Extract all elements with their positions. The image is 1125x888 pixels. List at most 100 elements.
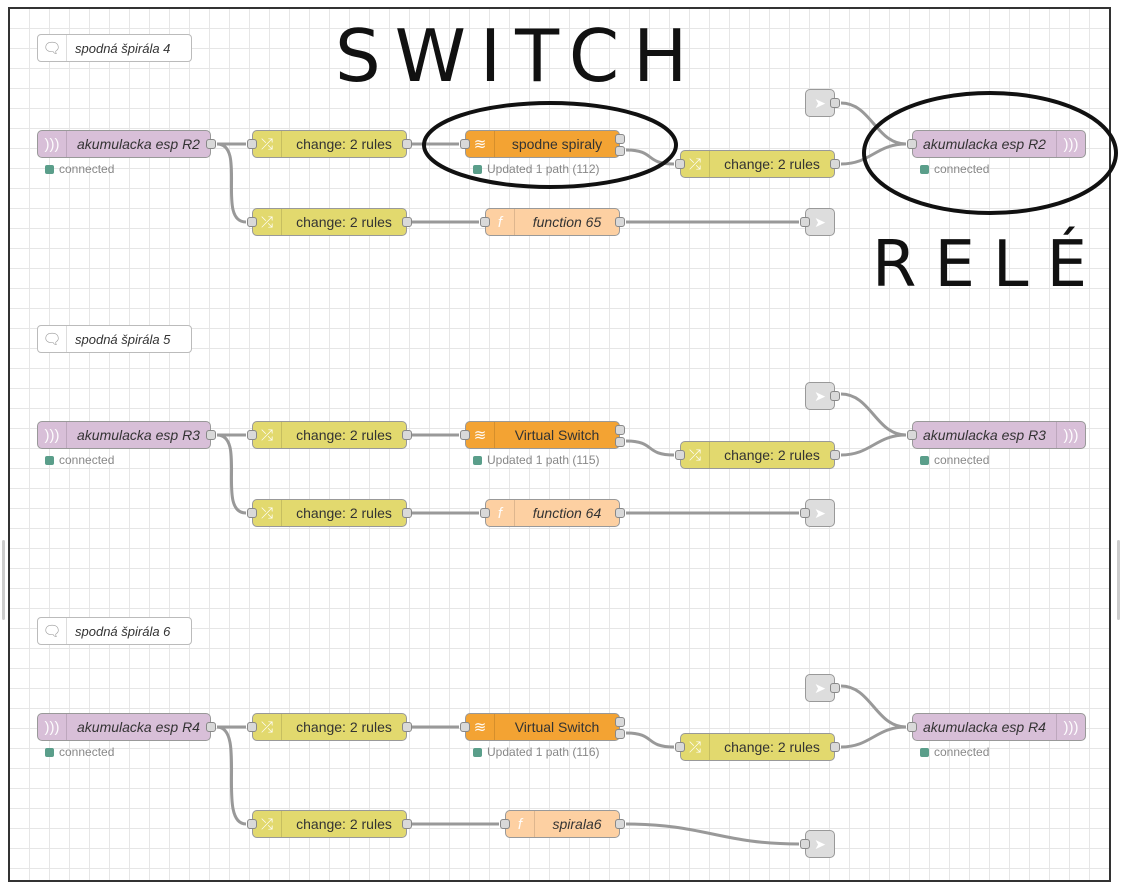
- output-port-2[interactable]: [615, 437, 625, 447]
- change-node[interactable]: ⤮ change: 2 rules: [247, 713, 412, 741]
- change-node[interactable]: ⤮ change: 2 rules: [247, 810, 412, 838]
- wire[interactable]: [840, 101, 907, 146]
- output-port[interactable]: [830, 391, 840, 401]
- comment-node[interactable]: 🗨 spodná špirála 5: [37, 325, 192, 353]
- comment-label: spodná špirála 5: [75, 331, 171, 347]
- wire[interactable]: [625, 731, 675, 749]
- mqtt-out-node[interactable]: akumulacka esp R3 ))): [907, 421, 1086, 449]
- output-port[interactable]: [615, 819, 625, 829]
- link-out-node[interactable]: ➤: [800, 208, 835, 236]
- input-port[interactable]: [800, 508, 810, 518]
- left-resize-handle[interactable]: [2, 540, 5, 620]
- output-port[interactable]: [830, 98, 840, 108]
- output-port[interactable]: [402, 139, 412, 149]
- wire[interactable]: [840, 684, 907, 729]
- mqtt-out-node[interactable]: akumulacka esp R2 ))): [907, 130, 1086, 158]
- input-port[interactable]: [480, 508, 490, 518]
- right-resize-handle[interactable]: [1117, 540, 1120, 620]
- output-port-1[interactable]: [615, 134, 625, 144]
- input-port[interactable]: [247, 722, 257, 732]
- output-port[interactable]: [830, 450, 840, 460]
- switch-node[interactable]: ≋ Virtual Switch: [460, 421, 625, 449]
- wire[interactable]: [216, 725, 247, 826]
- change-node[interactable]: ⤮ change: 2 rules: [247, 421, 412, 449]
- input-port[interactable]: [480, 217, 490, 227]
- output-port[interactable]: [206, 139, 216, 149]
- output-port[interactable]: [402, 217, 412, 227]
- input-port[interactable]: [247, 819, 257, 829]
- input-port[interactable]: [460, 722, 470, 732]
- input-port[interactable]: [247, 430, 257, 440]
- input-port[interactable]: [460, 430, 470, 440]
- radio-waves-icon: ))): [38, 714, 67, 740]
- wire[interactable]: [625, 439, 675, 457]
- output-port[interactable]: [615, 217, 625, 227]
- shuffle-icon: ⤮: [253, 811, 282, 837]
- change-node[interactable]: ⤮ change: 2 rules: [675, 441, 840, 469]
- output-port[interactable]: [830, 159, 840, 169]
- change-node[interactable]: ⤮ change: 2 rules: [247, 130, 412, 158]
- mqtt-in-node[interactable]: ))) akumulacka esp R3: [37, 421, 216, 449]
- input-port[interactable]: [500, 819, 510, 829]
- input-port[interactable]: [675, 159, 685, 169]
- output-port[interactable]: [402, 722, 412, 732]
- wire[interactable]: [840, 433, 907, 457]
- speech-bubble-icon: 🗨: [38, 35, 67, 61]
- comment-node[interactable]: 🗨 spodná špirála 6: [37, 617, 192, 645]
- input-port[interactable]: [460, 139, 470, 149]
- change-node[interactable]: ⤮ change: 2 rules: [247, 499, 412, 527]
- wire[interactable]: [840, 142, 907, 166]
- input-port[interactable]: [907, 139, 917, 149]
- link-out-node[interactable]: ➤: [800, 830, 835, 858]
- mqtt-out-status: connected: [920, 162, 989, 176]
- input-port[interactable]: [247, 508, 257, 518]
- change-node[interactable]: ⤮ change: 2 rules: [675, 733, 840, 761]
- output-port[interactable]: [402, 430, 412, 440]
- wire[interactable]: [216, 433, 247, 515]
- function-node[interactable]: f function 65: [480, 208, 625, 236]
- mqtt-in-node[interactable]: ))) akumulacka esp R2: [37, 130, 216, 158]
- input-port[interactable]: [247, 217, 257, 227]
- output-port[interactable]: [830, 683, 840, 693]
- wire[interactable]: [625, 148, 675, 166]
- wire[interactable]: [840, 725, 907, 749]
- output-port[interactable]: [402, 508, 412, 518]
- output-port-2[interactable]: [615, 729, 625, 739]
- input-port[interactable]: [675, 742, 685, 752]
- change-node[interactable]: ⤮ change: 2 rules: [675, 150, 840, 178]
- link-in-node[interactable]: ➤: [805, 89, 840, 117]
- status-text: Updated 1 path (116): [487, 745, 600, 759]
- wire[interactable]: [840, 392, 907, 437]
- shuffle-icon: ⤮: [253, 209, 282, 235]
- output-port[interactable]: [206, 722, 216, 732]
- output-port-2[interactable]: [615, 146, 625, 156]
- input-port[interactable]: [907, 722, 917, 732]
- output-port-1[interactable]: [615, 425, 625, 435]
- comment-node[interactable]: 🗨 spodná špirála 4: [37, 34, 192, 62]
- radio-waves-icon: ))): [38, 422, 67, 448]
- mqtt-out-node[interactable]: akumulacka esp R4 ))): [907, 713, 1086, 741]
- status-text: Updated 1 path (112): [487, 162, 600, 176]
- output-port[interactable]: [615, 508, 625, 518]
- wire[interactable]: [625, 822, 800, 846]
- output-port[interactable]: [830, 742, 840, 752]
- switch-node[interactable]: ≋ spodne spiraly: [460, 130, 625, 158]
- speech-bubble-icon: 🗨: [38, 618, 67, 644]
- switch-node[interactable]: ≋ Virtual Switch: [460, 713, 625, 741]
- change-node[interactable]: ⤮ change: 2 rules: [247, 208, 412, 236]
- wire[interactable]: [216, 142, 247, 224]
- input-port[interactable]: [800, 217, 810, 227]
- function-node[interactable]: f spirala6: [500, 810, 625, 838]
- link-in-node[interactable]: ➤: [805, 674, 840, 702]
- input-port[interactable]: [675, 450, 685, 460]
- mqtt-in-node[interactable]: ))) akumulacka esp R4: [37, 713, 216, 741]
- output-port-1[interactable]: [615, 717, 625, 727]
- link-out-node[interactable]: ➤: [800, 499, 835, 527]
- input-port[interactable]: [247, 139, 257, 149]
- input-port[interactable]: [907, 430, 917, 440]
- output-port[interactable]: [206, 430, 216, 440]
- output-port[interactable]: [402, 819, 412, 829]
- function-node[interactable]: f function 64: [480, 499, 625, 527]
- link-in-node[interactable]: ➤: [805, 382, 840, 410]
- input-port[interactable]: [800, 839, 810, 849]
